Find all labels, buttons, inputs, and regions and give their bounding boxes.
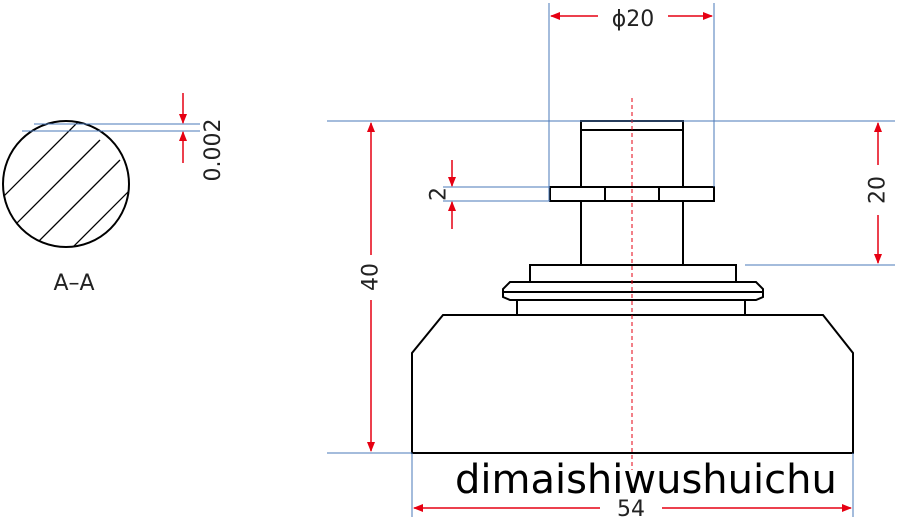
- gap-dim-label: 0.002: [201, 119, 226, 182]
- thickness-label: 2: [427, 187, 452, 201]
- elevation-view: ϕ20 2 20 40 54: [327, 3, 895, 522]
- section-label: A–A: [53, 271, 94, 296]
- collar: [529, 264, 737, 283]
- base-body: [411, 314, 854, 454]
- width-label: 54: [617, 497, 645, 522]
- washer-hub: [604, 186, 660, 202]
- neck: [516, 299, 746, 316]
- upper-height-label: 20: [866, 176, 891, 204]
- section-view: 0.002 A–A: [2, 93, 226, 296]
- watermark-text: dimaishiwushuichu: [455, 457, 837, 503]
- total-height-label: 40: [359, 263, 384, 291]
- diameter-label: ϕ20: [612, 7, 655, 32]
- section-hatch: [3, 121, 129, 247]
- section-circle: [2, 120, 130, 248]
